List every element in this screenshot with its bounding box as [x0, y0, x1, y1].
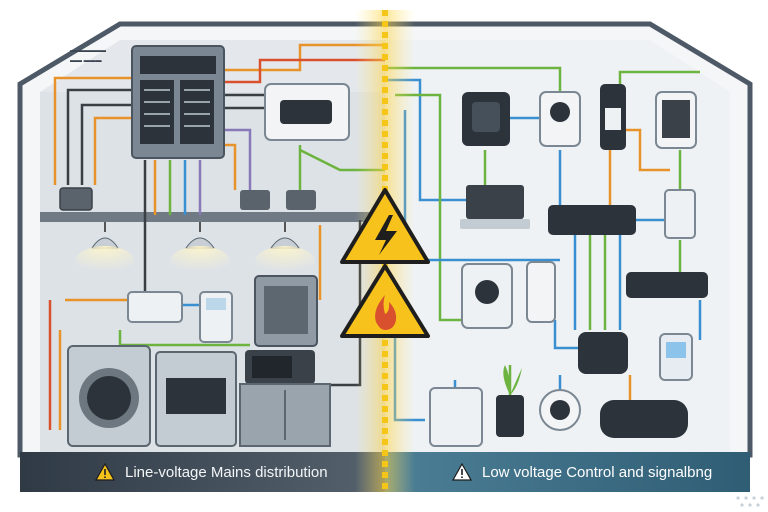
thermostat-display — [659, 333, 693, 381]
line-voltage-caption: Line-voltage Mains distribution — [95, 452, 328, 492]
caution-icon — [95, 463, 115, 481]
fire-hazard-warning-icon — [340, 264, 430, 338]
soundbar — [600, 400, 688, 438]
junction-box — [264, 83, 350, 141]
breaker-panel — [131, 45, 225, 159]
keypad — [429, 387, 483, 447]
low-voltage-caption: Low voltage Control and signalbng — [452, 452, 712, 492]
floor-slab — [40, 212, 385, 222]
line-voltage-caption-text: Line-voltage Mains distribution — [125, 463, 328, 481]
decorative-dots — [736, 496, 764, 507]
kitchen-cabinet — [239, 383, 331, 447]
light-switch — [127, 291, 183, 323]
plant-sensor — [496, 365, 524, 437]
thermostat — [199, 291, 233, 343]
wall-sensor — [526, 261, 556, 323]
camera-globe — [539, 389, 581, 431]
stove — [155, 351, 237, 447]
security-camera — [539, 91, 581, 147]
caution-icon — [452, 463, 472, 481]
network-switch — [548, 205, 636, 235]
panel-label-line1: ▬▬▬▬▬▬ — [70, 48, 106, 54]
smart-lock — [461, 263, 513, 329]
panel-label: ▬▬▬▬▬▬ ▬▬ ▬▬▬ — [70, 48, 106, 64]
router — [626, 272, 708, 298]
panel-label-line2: ▬▬ ▬▬▬ — [70, 58, 102, 64]
sensor-module — [664, 189, 696, 239]
base-strip — [20, 452, 750, 492]
power-outlet — [59, 187, 316, 211]
high-voltage-warning-icon — [340, 188, 430, 264]
tablet-panel — [655, 91, 697, 149]
control-hub — [462, 92, 510, 146]
laptop — [460, 185, 530, 229]
smart-speaker — [578, 332, 628, 374]
sub-panel — [254, 275, 318, 347]
video-doorbell — [600, 84, 626, 150]
microwave — [245, 350, 315, 384]
low-voltage-caption-text: Low voltage Control and signalbng — [482, 463, 713, 481]
ceiling-lamp — [75, 222, 315, 278]
washing-machine — [67, 345, 151, 447]
